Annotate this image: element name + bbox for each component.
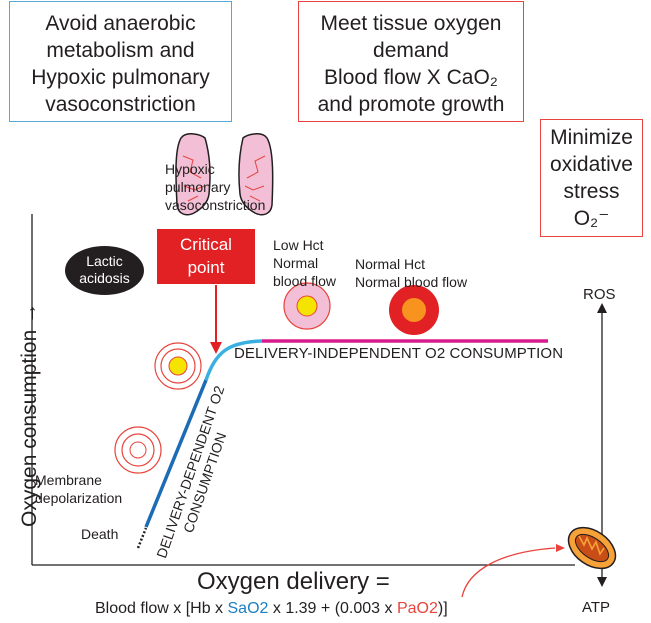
minimize-line-1: Minimize	[550, 126, 633, 149]
meet-line-3: Blood flow X CaO₂	[324, 66, 498, 89]
formula-part-2: x 1.39 + (0.003 x	[268, 600, 397, 617]
formula-part-1: Blood flow x [Hb x	[95, 600, 228, 617]
lactic-line-2: acidosis	[79, 270, 130, 286]
formula-sao2: SaO2	[227, 600, 269, 617]
delivery-independent-label: DELIVERY-INDEPENDENT O2 CONSUMPTION	[234, 345, 564, 362]
avoid-line-2: metabolism and	[46, 39, 195, 62]
cell-upper	[154, 342, 202, 390]
avoid-anaerobic-box: Avoid anaerobic metabolism and Hypoxic p…	[9, 1, 232, 122]
cell-lower	[114, 426, 162, 474]
normal-hct-label: Normal Hct Normal blood flow	[355, 255, 467, 291]
delivery-formula: Blood flow x [Hb x SaO2 x 1.39 + (0.003 …	[95, 600, 448, 618]
critical-point-box: Critical point	[157, 229, 255, 284]
meet-demand-box: Meet tissue oxygen demand Blood flow X C…	[298, 1, 524, 122]
low-hct-line-1: Low Hct	[273, 237, 324, 253]
hypoxic-label: Hypoxic pulmonary vasoconstriction	[165, 160, 265, 214]
membrane-label: Membrane depolarization	[35, 471, 122, 507]
critical-arrowhead	[210, 342, 222, 354]
ros-label: ROS	[583, 286, 616, 303]
hypoxic-line-2: pulmonary	[165, 179, 231, 195]
pao2-arrowhead	[556, 544, 565, 552]
formula-part-3: )]	[437, 600, 448, 617]
atp-arrowhead	[597, 577, 607, 587]
minimize-line-2: oxidative	[550, 153, 633, 176]
membrane-line-1: Membrane	[35, 472, 102, 488]
avoid-line-1: Avoid anaerobic	[45, 12, 196, 35]
lactic-line-1: Lactic	[86, 253, 123, 269]
hypoxic-line-3: vasoconstriction	[165, 197, 266, 213]
meet-line-4: and promote growth	[317, 93, 505, 116]
membrane-line-2: depolarization	[35, 490, 123, 506]
minimize-line-3: stress	[563, 180, 620, 203]
low-hct-line-3: blood flow	[273, 273, 337, 289]
critical-line-2: point	[187, 258, 225, 277]
low-hct-line-2: Normal	[273, 255, 319, 271]
formula-pao2: PaO2	[396, 600, 438, 617]
critical-line-1: Critical	[180, 235, 232, 254]
low-hct-label: Low Hct Normal blood flow	[273, 236, 336, 290]
x-axis-title: Oxygen delivery =	[197, 568, 390, 595]
ros-arrowhead	[597, 303, 607, 313]
cell-low-hct	[283, 282, 331, 330]
cell-normal-hct	[389, 285, 439, 335]
death-dots	[136, 527, 148, 549]
transition-curve	[204, 339, 263, 381]
hypoxic-line-1: Hypoxic	[165, 161, 215, 177]
normal-hct-line-1: Normal Hct	[355, 256, 426, 272]
mitochondrion-icon	[567, 526, 617, 570]
lungs-icon	[175, 133, 274, 216]
avoid-line-3: Hypoxic pulmonary	[31, 66, 210, 89]
lactic-acidosis-oval: Lactic acidosis	[65, 246, 144, 295]
delivery-dependent-line	[144, 379, 208, 528]
minimize-line-4: O₂⁻	[573, 207, 610, 230]
atp-label: ATP	[582, 599, 611, 616]
minimize-stress-box: Minimize oxidative stress O₂⁻	[540, 119, 643, 237]
pao2-arrow	[461, 547, 556, 598]
meet-line-2: demand	[373, 39, 449, 62]
y-axis-title: Oxygen consumption →	[18, 302, 41, 527]
normal-hct-line-2: Normal blood flow	[355, 274, 468, 290]
avoid-line-4: vasoconstriction	[45, 93, 196, 116]
death-label: Death	[81, 526, 119, 542]
meet-line-1: Meet tissue oxygen	[320, 12, 502, 35]
